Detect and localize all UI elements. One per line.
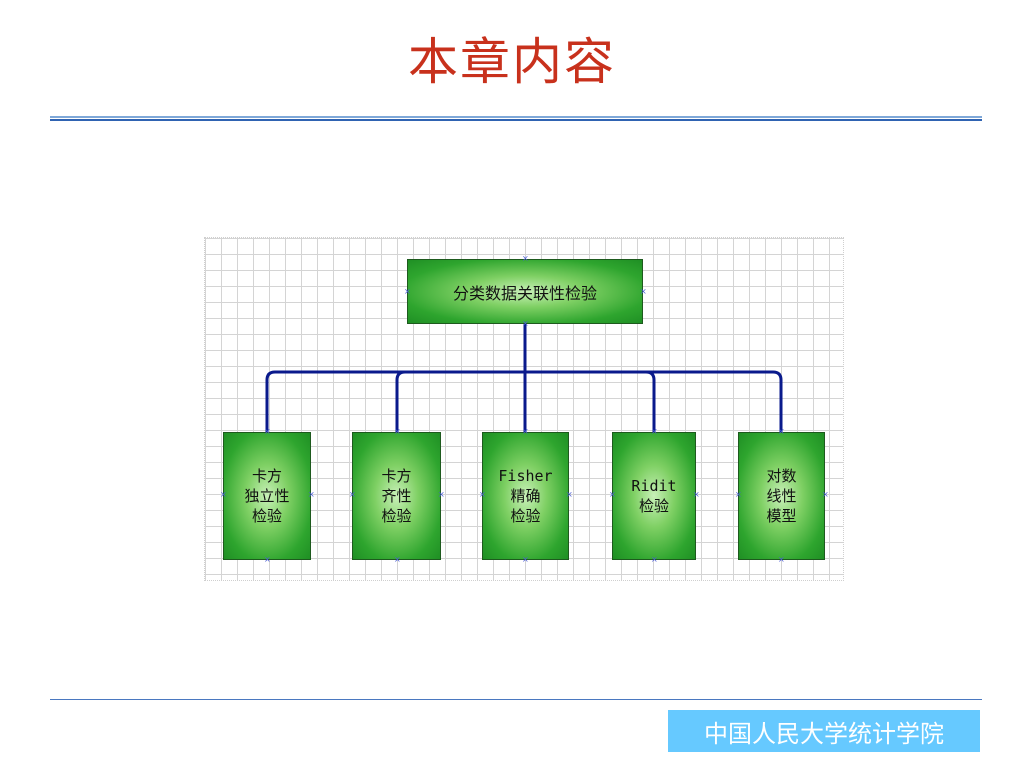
child-node-fisher-exact[interactable]: Fisher 精确 检验 [482, 432, 569, 560]
selection-handle-icon[interactable]: × [522, 254, 529, 263]
title-divider [50, 116, 982, 121]
child-node-ridit[interactable]: Ridit 检验 [612, 432, 696, 560]
selection-handle-icon[interactable]: × [394, 427, 401, 436]
selection-handle-icon[interactable]: × [778, 555, 785, 564]
selection-handle-icon[interactable]: × [394, 555, 401, 564]
child-node-label: 卡方 齐性 检验 [381, 467, 412, 525]
selection-handle-icon[interactable]: × [438, 490, 445, 499]
selection-handle-icon[interactable]: × [640, 287, 647, 296]
connector-child-2 [395, 370, 406, 432]
child-node-chi-square-homogeneity[interactable]: 卡方 齐性 检验 [352, 432, 441, 560]
child-node-label: 卡方 独立性 检验 [244, 467, 290, 525]
selection-handle-icon[interactable]: × [308, 490, 315, 499]
selection-handle-icon[interactable]: × [220, 490, 227, 499]
selection-handle-icon[interactable]: × [264, 555, 271, 564]
selection-handle-icon[interactable]: × [522, 319, 529, 328]
selection-handle-icon[interactable]: × [349, 490, 356, 499]
connector-child-4 [645, 370, 656, 432]
selection-handle-icon[interactable]: × [693, 490, 700, 499]
selection-handle-icon[interactable]: × [778, 427, 785, 436]
footer-institution-badge: 中国人民大学统计学院 [668, 710, 980, 752]
child-node-log-linear[interactable]: 对数 线性 模型 [738, 432, 825, 560]
selection-handle-icon[interactable]: × [609, 490, 616, 499]
selection-handle-icon[interactable]: × [566, 490, 573, 499]
selection-handle-icon[interactable]: × [479, 490, 486, 499]
child-node-label: Ridit 检验 [631, 477, 677, 515]
selection-handle-icon[interactable]: × [651, 427, 658, 436]
root-node[interactable]: 分类数据关联性检验 [407, 259, 643, 324]
selection-handle-icon[interactable]: × [264, 427, 271, 436]
page-title: 本章内容 [408, 33, 616, 91]
root-node-label: 分类数据关联性检验 [452, 283, 597, 303]
selection-handle-icon[interactable]: × [822, 490, 829, 499]
footer-divider [50, 699, 982, 700]
selection-handle-icon[interactable]: × [651, 555, 658, 564]
selection-handle-icon[interactable]: × [522, 555, 529, 564]
child-node-chi-square-independence[interactable]: 卡方 独立性 检验 [223, 432, 311, 560]
selection-handle-icon[interactable]: × [522, 427, 529, 436]
child-node-label: 对数 线性 模型 [766, 467, 797, 525]
selection-handle-icon[interactable]: × [735, 490, 742, 499]
child-node-label: Fisher 精确 检验 [498, 467, 553, 525]
selection-handle-icon[interactable]: × [404, 287, 411, 296]
